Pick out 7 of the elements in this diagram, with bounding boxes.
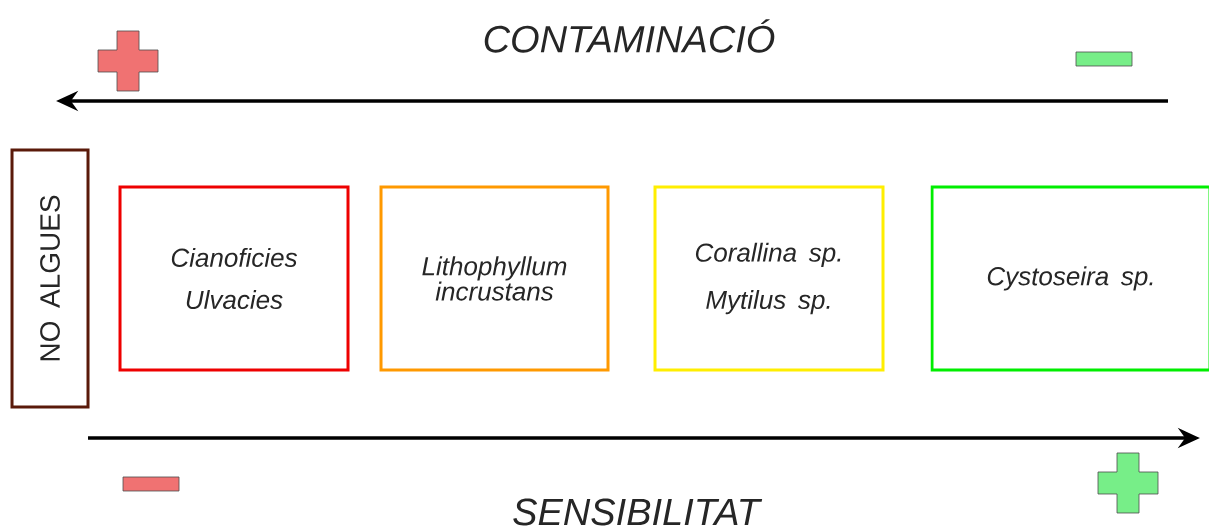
axis-label: CONTAMINACIÓ: [484, 19, 775, 53]
species-box: Cystoseira sp.: [930, 185, 1209, 372]
species-box: Lithophyllum incrustans: [379, 185, 610, 372]
axis-label: SENSIBILITAT: [513, 498, 763, 526]
species-box: NO ALGUES: [10, 148, 90, 409]
species-box: Cianoficies Ulvacies: [118, 185, 350, 372]
species-box: Corallina sp. Mytilus sp.: [653, 185, 885, 372]
